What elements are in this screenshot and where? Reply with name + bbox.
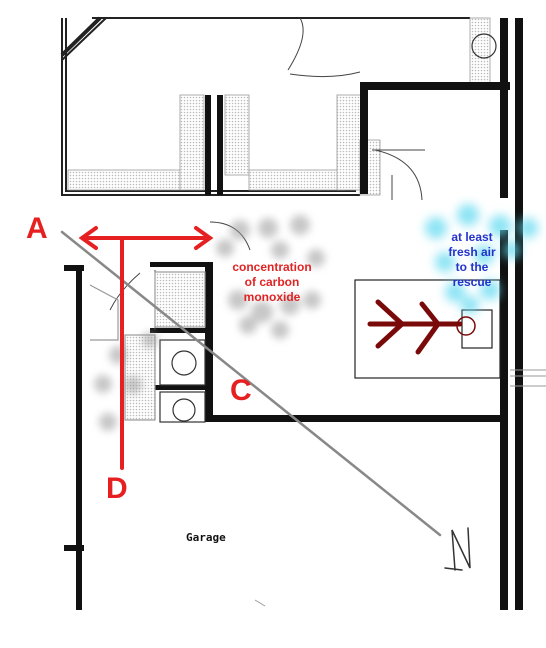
air-label-line3: to the — [455, 260, 489, 274]
double-arrow-icon — [78, 226, 214, 470]
co-label-line3: monoxide — [243, 290, 301, 304]
section-line — [60, 230, 442, 537]
co-concentration-label: concentration of carbon monoxide — [222, 260, 322, 305]
fresh-air-label: at least fresh air to the rescue — [432, 230, 512, 290]
stick-figure-icon — [367, 299, 463, 355]
air-label-line2: fresh air — [448, 245, 496, 259]
thick-walls — [64, 18, 523, 610]
co-label-line1: concentration — [232, 260, 312, 274]
dimension-ticks — [254, 369, 546, 607]
north-arrow-icon — [444, 527, 471, 571]
air-label-line4: rescue — [452, 275, 492, 289]
co-label-line2: of carbon — [244, 275, 300, 289]
fresh-air-cloud — [425, 204, 538, 314]
stick-figure-head — [456, 316, 476, 336]
label-point-c: C — [230, 374, 252, 407]
label-point-d: D — [106, 472, 128, 505]
upper-walls — [60, 16, 470, 196]
garage-label: Garage — [186, 531, 226, 544]
air-label-line1: at least — [451, 230, 493, 244]
dotted-walls-upper — [67, 17, 491, 196]
label-point-a: A — [26, 212, 48, 245]
